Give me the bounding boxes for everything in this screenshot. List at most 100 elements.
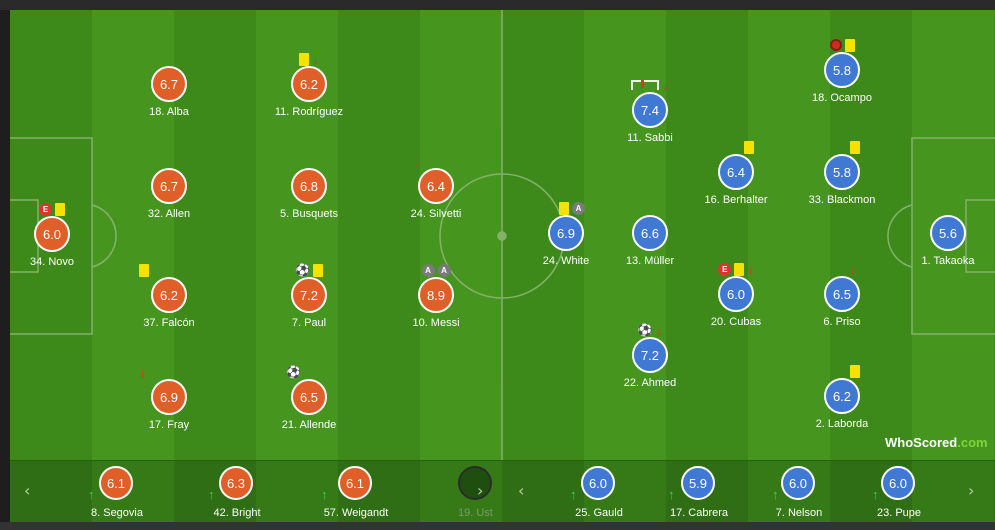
bench-player-away[interactable]: ↑ 6.0 7. Nelson <box>744 461 854 523</box>
sub-on-arrow-icon: ↑ <box>208 487 215 502</box>
bench-home-next-button[interactable]: › <box>477 481 484 500</box>
bench-home-prev-button[interactable]: ‹ <box>24 481 31 500</box>
player-rating: 6.6 <box>632 215 668 251</box>
player-icons <box>109 263 229 277</box>
error-badge-icon: E <box>718 262 732 276</box>
player-name: 5. Busquets <box>279 208 339 220</box>
player-icons <box>676 140 796 154</box>
bench-player-home[interactable]: ↑ 6.1 8. Segovia <box>62 461 172 523</box>
yellow-card-icon <box>139 263 149 277</box>
player-away-takaoka[interactable]: 5.6 1. Takaoka <box>888 201 995 281</box>
player-home-paul[interactable]: ⚽ 7.2 7. Paul <box>249 263 369 343</box>
assist-badge-icon: A <box>572 201 585 215</box>
player-home-busquets[interactable]: 6.8 5. Busquets <box>249 154 369 234</box>
yellow-card-icon <box>850 140 860 154</box>
player-icons: A A <box>376 263 496 277</box>
player-rating: 6.9 <box>151 379 187 415</box>
player-rating: 6.4 <box>718 154 754 190</box>
player-rating: 6.7 <box>151 66 187 102</box>
goal-ball-icon: ⚽ <box>295 262 310 277</box>
player-home-silvetti[interactable]: ↓ 6.4 24. Silvetti <box>376 154 496 234</box>
yellow-card-icon <box>55 202 65 216</box>
player-name: 37. Falcón <box>143 317 195 329</box>
bench-player-home[interactable]: ↑ 6.1 57. Weigandt <box>301 461 411 523</box>
player-home-allen[interactable]: 6.7 32. Allen <box>109 154 229 234</box>
sub-off-arrow-icon: ↓ <box>662 77 669 93</box>
player-away-ahmed[interactable]: ⚽ ↓ 7.2 22. Ahmed <box>590 323 710 403</box>
yellow-card-icon <box>734 262 745 276</box>
player-rating: 7.2 <box>291 277 327 313</box>
player-home-alba[interactable]: 6.7 18. Alba <box>109 52 229 132</box>
player-rating: 5.8 <box>824 154 860 190</box>
bench-rating-circle <box>458 466 492 500</box>
yellow-card-icon <box>844 38 855 52</box>
logo-suffix: .com <box>957 435 988 450</box>
yellow-card-icon <box>312 263 323 277</box>
player-icons <box>109 52 229 66</box>
sub-off-arrow-icon: ↓ <box>747 261 754 277</box>
player-home-falcon[interactable]: 6.2 37. Falcón <box>109 263 229 343</box>
yellow-card-icon <box>744 140 754 154</box>
own-goal-icon <box>631 80 660 90</box>
pitch: 6.7 18. Alba ↓ 6.2 11. Rodríguez 6.7 32.… <box>10 10 995 460</box>
player-icons <box>782 364 902 378</box>
whoscored-logo: WhoScored.com <box>885 435 988 450</box>
player-away-cubas[interactable]: E ↓ 6.0 20. Cubas <box>676 262 796 342</box>
player-icons <box>782 140 902 154</box>
player-name: 11. Rodríguez <box>274 106 344 118</box>
player-icons: E <box>10 202 112 216</box>
bench-player-away[interactable]: ↑ 6.0 23. Pupe <box>844 461 954 523</box>
player-icons: A <box>506 201 626 215</box>
bench-player-name: 7. Nelson <box>775 507 823 519</box>
player-name: 16. Berhalter <box>704 194 768 206</box>
bench-player-away[interactable]: ↑ 5.9 17. Cabrera <box>644 461 754 523</box>
bench-rating: 6.3 <box>219 466 253 500</box>
player-rating: 6.5 <box>824 276 860 312</box>
bottom-bar <box>0 522 995 530</box>
sub-on-arrow-icon: ↑ <box>772 487 779 502</box>
sub-on-arrow-icon: ↑ <box>872 487 879 502</box>
player-away-sabbi[interactable]: ↓ 7.4 11. Sabbi <box>590 78 710 158</box>
player-icons: ↓ <box>590 78 710 92</box>
player-away-white[interactable]: A 6.9 24. White <box>506 201 626 281</box>
bench-player-home[interactable]: ↑ 6.3 42. Bright <box>182 461 292 523</box>
player-name: 1. Takaoka <box>921 255 975 267</box>
player-name: 6. Priso <box>823 316 861 328</box>
goal-ball-icon: ⚽ <box>286 364 301 379</box>
logo-text: WhoScored <box>885 435 958 450</box>
player-home-messi[interactable]: A A 8.9 10. Messi <box>376 263 496 343</box>
error-badge-icon: E <box>39 202 52 216</box>
sub-off-arrow-icon: ↓ <box>414 153 421 169</box>
player-rating: 6.9 <box>548 215 584 251</box>
player-away-ocampo[interactable]: 5.8 18. Ocampo <box>782 38 902 118</box>
bench-player-away[interactable]: ↑ 6.0 25. Gauld <box>544 461 654 523</box>
player-away-muller[interactable]: 6.6 13. Müller <box>590 201 710 281</box>
player-away-berhalter[interactable]: 6.4 16. Berhalter <box>676 140 796 220</box>
bench-player-name: 42. Bright <box>213 507 261 519</box>
player-name: 33. Blackmon <box>808 194 876 206</box>
pitch-lines <box>10 10 995 460</box>
player-icons <box>888 201 995 215</box>
player-home-fray[interactable]: ↓ 6.9 17. Fray <box>109 365 229 445</box>
player-name: 24. Silvetti <box>410 208 462 220</box>
player-icons: ⚽ <box>249 263 369 277</box>
bench-away-next-button[interactable]: › <box>968 481 975 500</box>
player-away-priso[interactable]: ↓ 6.5 6. Priso <box>782 262 902 342</box>
bench-rating: 6.0 <box>581 466 615 500</box>
player-home-novo[interactable]: E 6.0 34. Novo <box>10 202 112 282</box>
player-rating: 6.8 <box>291 168 327 204</box>
player-home-allende[interactable]: ⚽ 6.5 21. Allende <box>249 365 369 445</box>
bench-player-home-faded[interactable]: 19. Ust <box>458 466 558 524</box>
player-name: 20. Cubas <box>710 316 762 328</box>
player-rating: 6.0 <box>34 216 70 252</box>
player-name: 18. Ocampo <box>812 92 872 104</box>
bench-away-prev-button[interactable]: ‹ <box>518 481 525 500</box>
sub-off-arrow-icon: ↓ <box>139 364 146 380</box>
player-home-rodriguez[interactable]: ↓ 6.2 11. Rodríguez <box>249 52 369 132</box>
yellow-card-icon <box>559 201 569 215</box>
bench-player-name: 57. Weigandt <box>323 507 389 519</box>
player-away-blackmon[interactable]: 5.8 33. Blackmon <box>782 140 902 220</box>
bench-rating: 6.0 <box>881 466 915 500</box>
player-away-laborda[interactable]: 6.2 2. Laborda <box>782 364 902 444</box>
player-name: 11. Sabbi <box>627 132 673 144</box>
